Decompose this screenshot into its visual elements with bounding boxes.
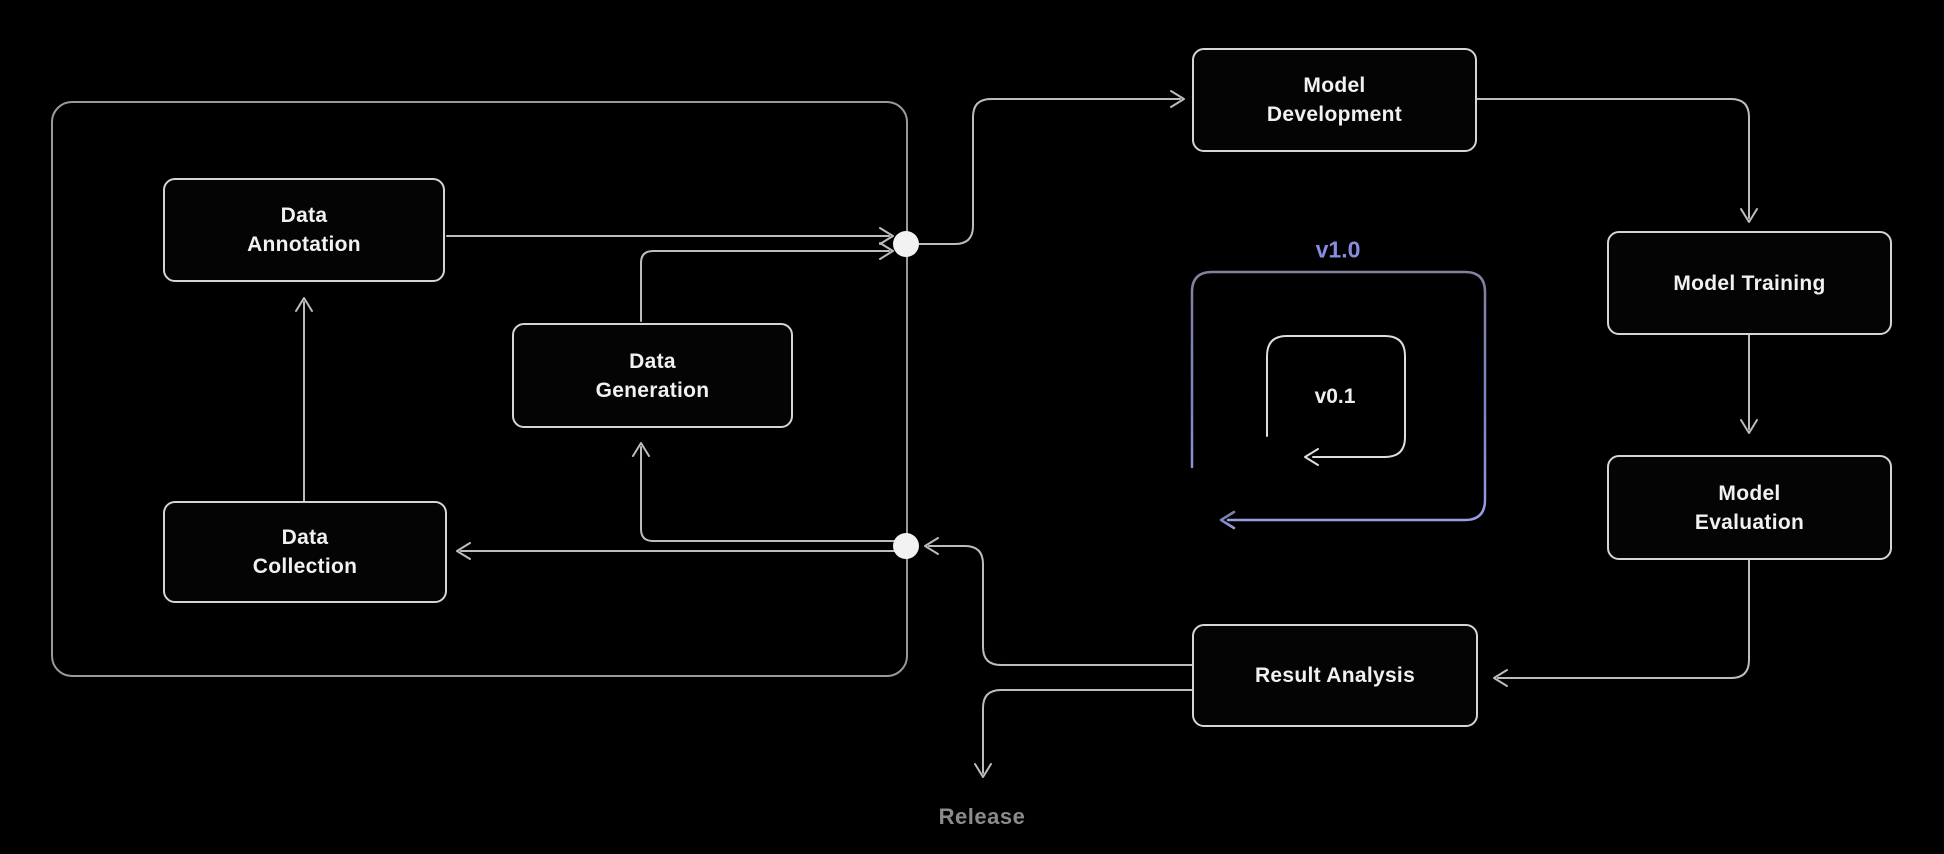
arrow-junction-to-collection <box>456 542 907 560</box>
node-model-development-label-line1: Model <box>1303 74 1366 97</box>
node-data-collection-label-line2: Collection <box>252 555 358 578</box>
release-label: Release <box>938 804 1026 829</box>
arrow-junction-to-model-development <box>905 90 1185 245</box>
version-loop-inner <box>1266 335 1406 466</box>
arrow-training-to-evaluation <box>1740 334 1758 434</box>
junction-dot-top <box>893 231 919 257</box>
version-loop-outer <box>1190 270 1487 530</box>
node-data-generation: Data Generation <box>512 323 793 428</box>
arrow-annotation-to-junction <box>446 227 894 245</box>
node-data-annotation-label-line2: Annotation <box>247 233 361 256</box>
node-data-annotation-label-line1: Data <box>280 204 328 227</box>
arrow-generation-to-junction <box>640 242 894 322</box>
version-label-v0: v0.1 <box>1314 385 1356 408</box>
data-stage-container <box>51 101 908 677</box>
arrow-result-to-junction <box>924 537 1193 666</box>
node-model-training: Model Training <box>1607 231 1892 335</box>
version-label-v1: v1.0 <box>1315 236 1361 263</box>
node-model-development-label-line2: Development <box>1266 103 1403 126</box>
node-model-development: Model Development <box>1192 48 1477 152</box>
node-result-analysis-label: Result Analysis <box>1254 664 1416 687</box>
node-data-collection-label-line1: Data <box>281 526 329 549</box>
node-model-evaluation: Model Evaluation <box>1607 455 1892 560</box>
node-data-annotation: Data Annotation <box>163 178 445 282</box>
node-data-collection: Data Collection <box>163 501 447 603</box>
arrow-evaluation-to-result <box>1493 559 1750 687</box>
arrow-junction-to-generation <box>632 442 907 542</box>
arrow-development-to-training <box>1476 98 1758 223</box>
arrow-collection-to-annotation <box>295 297 313 502</box>
node-model-evaluation-label-line1: Model <box>1718 481 1781 505</box>
node-data-generation-label-line1: Data <box>629 349 676 373</box>
node-model-evaluation-label-line2: Evaluation <box>1694 510 1805 534</box>
node-data-generation-label-line2: Generation <box>595 378 710 402</box>
junction-dot-bottom <box>893 533 919 559</box>
node-model-training-label: Model Training <box>1673 271 1826 295</box>
arrow-result-to-release <box>974 689 1193 778</box>
node-result-analysis: Result Analysis <box>1192 624 1478 727</box>
